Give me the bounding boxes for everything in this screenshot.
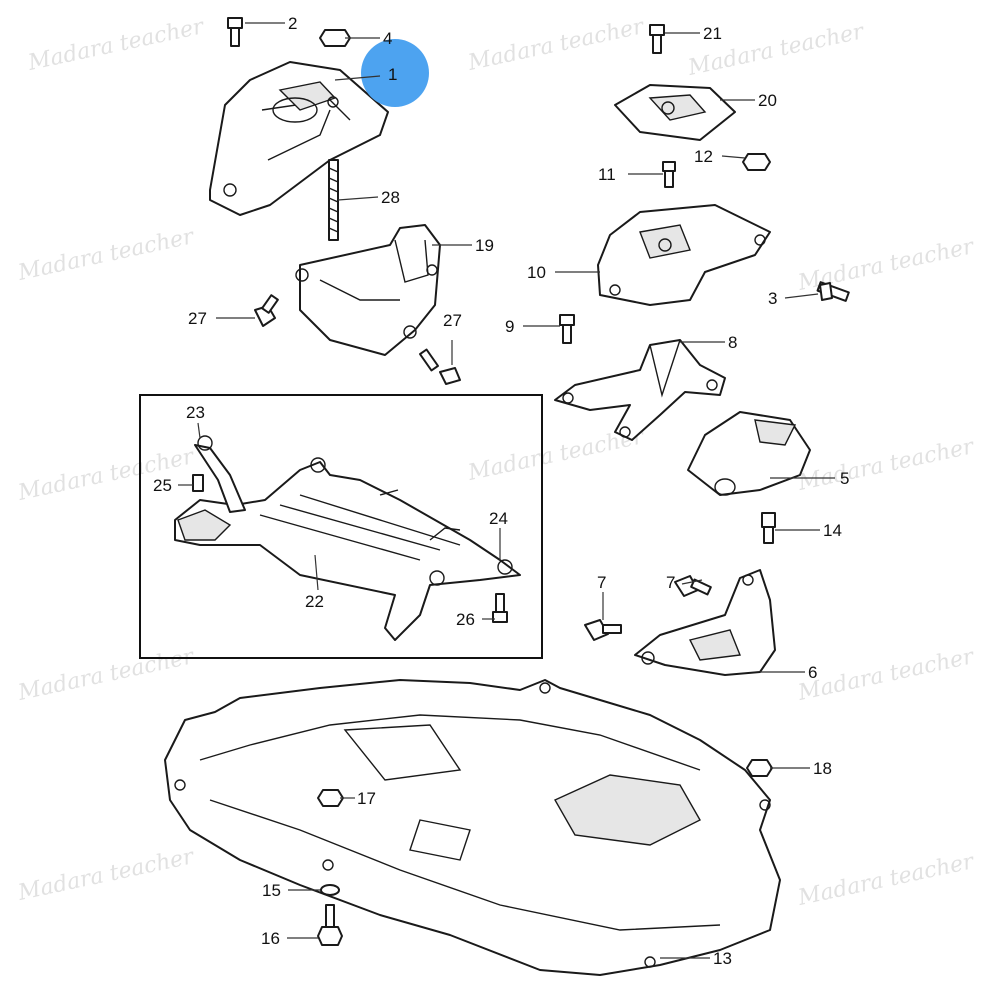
callout-10: 10: [527, 263, 546, 282]
bolt-27-right: [418, 348, 461, 385]
callout-3: 3: [768, 289, 777, 308]
callout-2: 2: [288, 14, 297, 33]
watermark: Madara teacher: [15, 644, 197, 706]
bolt-16: [317, 904, 343, 946]
callout-26: 26: [456, 610, 475, 629]
callout-8: 8: [728, 333, 737, 352]
bolt-11: [662, 161, 676, 188]
callout-19: 19: [475, 236, 494, 255]
subframe-22: [174, 435, 521, 641]
callout-5: 5: [840, 469, 849, 488]
engine-mount-upper: [209, 61, 389, 216]
bolt-7-left: [584, 619, 622, 641]
transmission-mount-10: [597, 204, 771, 306]
callout-14: 14: [823, 521, 842, 540]
leader-lines: [178, 22, 835, 959]
watermark: Madara teacher: [465, 14, 647, 76]
bolt-2: [227, 17, 243, 47]
nut-12: [742, 153, 771, 171]
callout-24: 24: [489, 509, 508, 528]
callout-7: 7: [666, 573, 675, 592]
callout-28: 28: [381, 188, 400, 207]
callout-15: 15: [262, 881, 281, 900]
callout-12: 12: [694, 147, 713, 166]
bolt-14: [761, 512, 776, 544]
callout-25: 25: [153, 476, 172, 495]
watermark: Madara teacher: [795, 644, 977, 706]
watermark: Madara teacher: [15, 844, 197, 906]
stud-28: [328, 159, 339, 241]
bolt-9: [559, 314, 575, 344]
callout-22: 22: [305, 592, 324, 611]
callout-18: 18: [813, 759, 832, 778]
callout-1: 1: [388, 65, 397, 84]
watermark: Madara teacher: [795, 434, 977, 496]
callout-labels: 1 2 4 28 19 27 27 21 20 11 12 10 3 9 8 5…: [153, 14, 849, 968]
callout-27: 27: [443, 311, 462, 330]
bolt-27-left: [254, 294, 279, 327]
rear-mount-5: [687, 411, 811, 496]
washer-15: [320, 884, 340, 896]
bolt-7-right: [674, 575, 712, 597]
stud-3: [816, 281, 850, 302]
watermark: Madara teacher: [25, 14, 207, 76]
callout-7: 7: [597, 573, 606, 592]
highlight-marker: [361, 39, 429, 107]
watermark: Madara teacher: [795, 849, 977, 911]
subframe-inset-frame: [139, 394, 543, 659]
nut-18: [746, 759, 773, 777]
watermark: Madara teacher: [15, 224, 197, 286]
callout-9: 9: [505, 317, 514, 336]
callout-11: 11: [598, 165, 616, 184]
callout-13: 13: [713, 949, 732, 968]
callout-20: 20: [758, 91, 777, 110]
callout-21: 21: [703, 24, 722, 43]
bolt-21: [649, 24, 665, 54]
nut-4: [319, 29, 351, 47]
torque-rod-6: [634, 569, 776, 676]
callout-16: 16: [261, 929, 280, 948]
undertray-13: [164, 679, 781, 976]
bolt-25: [192, 474, 204, 492]
callout-23: 23: [186, 403, 205, 422]
nut-17: [317, 789, 344, 807]
callout-6: 6: [808, 663, 817, 682]
mount-bracket-19: [295, 224, 441, 356]
mount-bracket-8: [554, 339, 726, 441]
callout-27: 27: [188, 309, 207, 328]
callout-17: 17: [357, 789, 376, 808]
mount-cover-20: [614, 84, 736, 141]
callout-4: 4: [383, 29, 392, 48]
bolt-26: [492, 593, 508, 623]
